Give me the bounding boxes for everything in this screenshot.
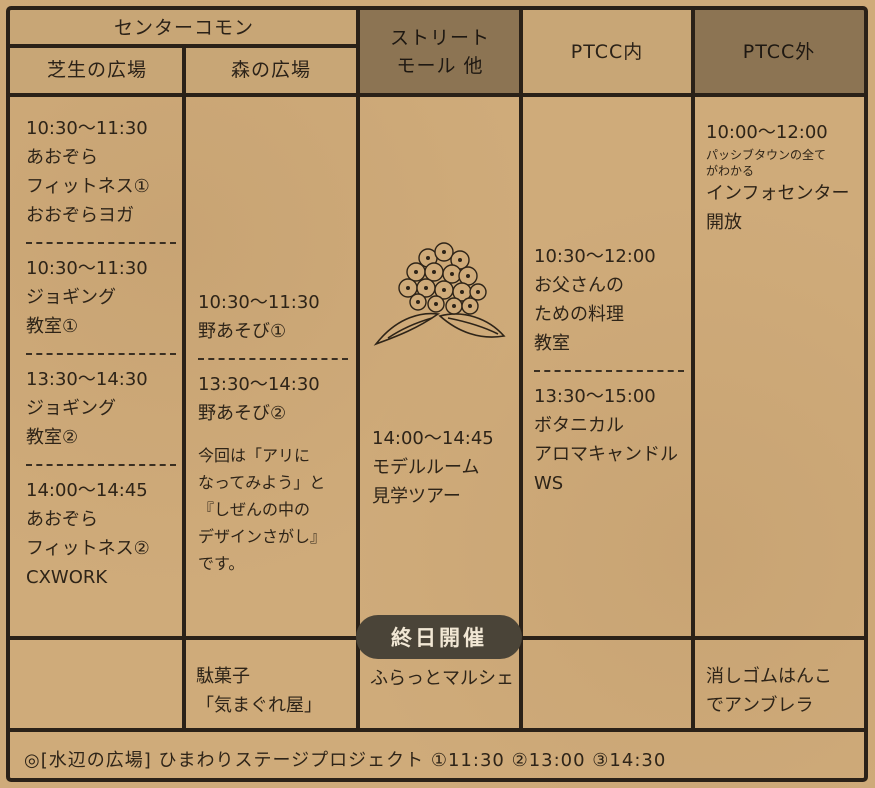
- event-time: 14:00〜14:45: [26, 480, 148, 501]
- event-line: 開放: [706, 212, 742, 233]
- event-line: CXWORK: [26, 567, 108, 588]
- event-line: インフォセンター: [706, 183, 850, 204]
- allday-ptcc-out: 消しゴムはんこ でアンブレラ: [706, 662, 832, 720]
- allday-street: ふらっとマルシェ: [370, 664, 514, 693]
- divider: [534, 370, 684, 372]
- event-line: 教室: [534, 333, 570, 354]
- note-line: 今回は「アリに: [198, 446, 311, 465]
- event-line: 駄菓子: [196, 666, 250, 687]
- event-line: あおぞら: [26, 147, 98, 168]
- event-line: おおぞらヨガ: [26, 205, 134, 226]
- divider: [26, 242, 176, 244]
- event-time: 10:30〜11:30: [198, 292, 320, 313]
- event-subline: がわかる: [706, 164, 755, 178]
- event-line: 消しゴムはんこ: [706, 666, 832, 687]
- event-line: 「気まぐれ屋」: [196, 695, 322, 716]
- event-time: 13:30〜15:00: [534, 386, 656, 407]
- header-ptcc-in: PTCC内: [522, 10, 692, 94]
- event-line: フィットネス①: [26, 176, 150, 197]
- street-column: 14:00〜14:45 モデルルーム 見学ツアー: [372, 424, 494, 511]
- event-line: ジョギング: [26, 287, 116, 308]
- event-line: あおぞら: [26, 509, 98, 530]
- event-time: 10:30〜11:30: [26, 258, 148, 279]
- note-line: 『しぜんの中の: [198, 500, 311, 519]
- note-line: デザインさがし』: [198, 527, 327, 546]
- event-line: フィットネス②: [26, 538, 150, 559]
- footer-note: ◎[水辺の広場] ひまわりステージプロジェクト ①11:30 ②13:00 ③1…: [24, 750, 667, 771]
- event-line: ための料理: [534, 304, 624, 325]
- event-line: WS: [534, 473, 564, 494]
- event-line: お父さんの: [534, 275, 624, 296]
- header-shiba: 芝生の広場: [10, 46, 184, 94]
- hydrangea-illustration: [373, 242, 506, 346]
- note-line: なってみよう」と: [198, 473, 326, 492]
- header-ptcc-out: PTCC外: [694, 10, 864, 94]
- event-line: ボタニカル: [534, 415, 624, 436]
- event-line: 教室①: [26, 316, 79, 337]
- allday-mori: 駄菓子 「気まぐれ屋」: [196, 662, 322, 720]
- event-time: 10:30〜11:30: [26, 118, 148, 139]
- event-subline: パッシブタウンの全て: [706, 148, 827, 162]
- divider: [26, 464, 176, 466]
- event-time: 14:00〜14:45: [372, 428, 494, 449]
- event-line: アロマキャンドル: [534, 444, 678, 465]
- ptcc-out-column: 10:00〜12:00 パッシブタウンの全て がわかる インフォセンター 開放: [706, 118, 849, 237]
- event-time: 13:30〜14:30: [26, 369, 148, 390]
- header-mori: 森の広場: [184, 46, 358, 94]
- allday-badge: 終日開催: [356, 615, 522, 659]
- event-line: でアンブレラ: [706, 695, 814, 716]
- event-line: 見学ツアー: [372, 486, 461, 507]
- shiba-column: 10:30〜11:30 あおぞら フィットネス① おおぞらヨガ 10:30〜11…: [26, 114, 176, 592]
- header-center-common: センターコモン: [10, 10, 358, 46]
- event-line: 野あそび①: [198, 321, 287, 342]
- event-line: 野あそび②: [198, 403, 287, 424]
- divider: [198, 358, 348, 360]
- header-street: ストリート モール 他: [360, 10, 520, 94]
- event-line: ジョギング: [26, 398, 116, 419]
- event-time: 13:30〜14:30: [198, 374, 320, 395]
- mori-column: 10:30〜11:30 野あそび① 13:30〜14:30 野あそび② 今回は「…: [198, 288, 348, 577]
- ptcc-in-column: 10:30〜12:00 お父さんの ための料理 教室 13:30〜15:00 ボ…: [534, 242, 684, 498]
- note-line: です。: [198, 554, 245, 573]
- event-line: ふらっとマルシェ: [370, 668, 514, 689]
- event-time: 10:30〜12:00: [534, 246, 656, 267]
- event-line: 教室②: [26, 427, 79, 448]
- event-time: 10:00〜12:00: [706, 122, 828, 143]
- event-line: モデルルーム: [372, 457, 480, 478]
- divider: [26, 353, 176, 355]
